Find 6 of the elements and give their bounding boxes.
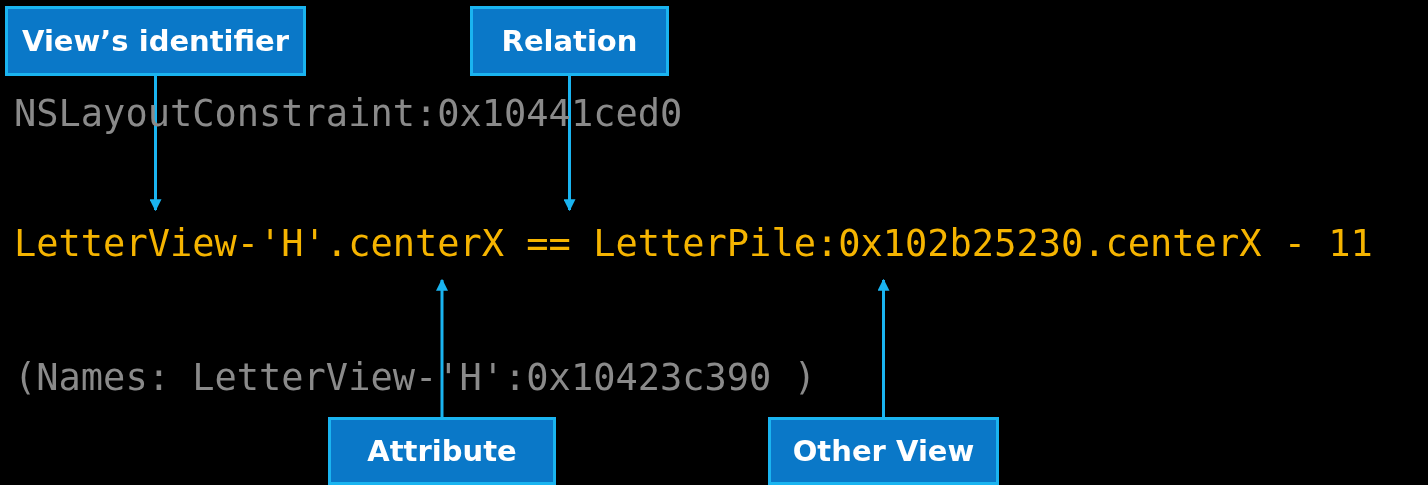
code-line: LetterView-'H'.centerX == LetterPile:0x102b25230.centerX - 11 xyxy=(14,222,1373,266)
callout-label: Attribute xyxy=(328,417,556,485)
callout-label: View’s identifier xyxy=(5,6,306,76)
callout-label: Other View xyxy=(768,417,999,485)
callout-label: Relation xyxy=(470,6,669,76)
leader-arrow xyxy=(877,278,890,417)
